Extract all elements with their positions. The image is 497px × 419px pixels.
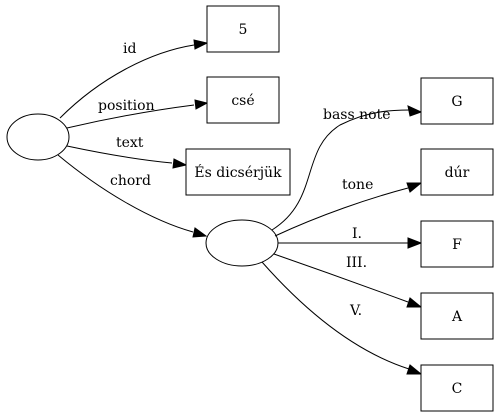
svg-text:G: G bbox=[451, 94, 462, 110]
edge-fifth: V. bbox=[261, 261, 423, 375]
edge-first: I. bbox=[278, 226, 423, 249]
svg-text:C: C bbox=[452, 381, 463, 397]
root-node bbox=[6, 113, 70, 161]
node-id-value: 5 bbox=[206, 5, 280, 53]
edge-bass-note: bass note bbox=[271, 105, 423, 231]
edge-label-third: III. bbox=[346, 255, 367, 271]
svg-text:F: F bbox=[452, 237, 462, 253]
edge-tone: tone bbox=[274, 177, 423, 237]
node-position-value: csé bbox=[206, 76, 280, 124]
edge-label-chord: chord bbox=[110, 173, 151, 189]
edge-label-tone: tone bbox=[342, 177, 373, 193]
edge-label-fifth: V. bbox=[349, 303, 362, 319]
svg-text:dúr: dúr bbox=[445, 165, 470, 181]
svg-text:És dicsérjük: És dicsérjük bbox=[194, 163, 282, 181]
edge-label-bass-note: bass note bbox=[323, 107, 390, 123]
svg-text:csé: csé bbox=[231, 93, 254, 109]
edge-chord: chord bbox=[57, 154, 208, 238]
node-text-value: És dicsérjük bbox=[185, 148, 291, 196]
edge-position: position bbox=[66, 98, 209, 129]
node-bass-note-value: G bbox=[420, 77, 494, 125]
node-tone-value: dúr bbox=[420, 148, 494, 196]
node-third-value: A bbox=[420, 292, 494, 340]
svg-text:5: 5 bbox=[239, 22, 248, 38]
edge-label-text: text bbox=[116, 135, 144, 151]
chord-node bbox=[205, 219, 279, 267]
node-fifth-value: C bbox=[420, 364, 494, 412]
node-first-value: F bbox=[420, 220, 494, 268]
svg-text:A: A bbox=[451, 309, 463, 325]
edge-id: id bbox=[59, 39, 209, 119]
edge-label-first: I. bbox=[352, 226, 362, 242]
edge-third: III. bbox=[273, 253, 423, 308]
edge-text: text bbox=[66, 135, 188, 169]
edge-label-position: position bbox=[98, 98, 155, 114]
edge-label-id: id bbox=[123, 41, 136, 57]
